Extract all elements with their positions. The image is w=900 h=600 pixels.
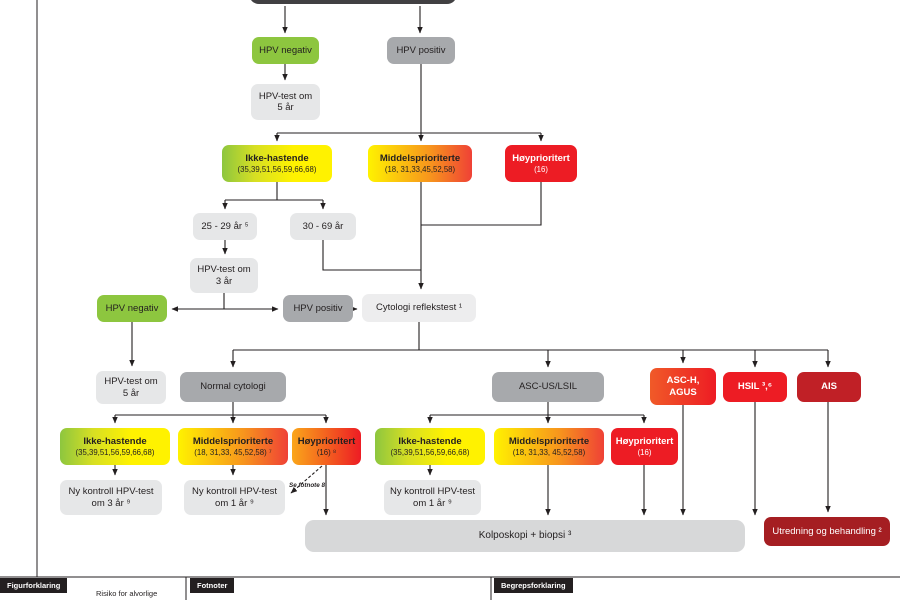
node-label: HPV-test om: [197, 264, 251, 276]
node-genotypes: (16): [637, 447, 652, 457]
node-label: HPV-test om: [258, 90, 313, 102]
node-asc-us-lsil: ASC-US/LSIL: [492, 372, 604, 402]
node-title: Høyprioritert: [615, 436, 674, 448]
node-genotypes: (18, 31,33, 45,52,58) ⁷: [194, 447, 272, 457]
node-hpv-test-om-5-ar-2: HPV-test om 5 år: [96, 371, 166, 404]
node-middelsprioriterte-1: Middelsprioriterte (18, 31,33,45,52,58): [368, 145, 472, 182]
node-kolposkopi-biopsi: Kolposkopi + biopsi ³: [305, 520, 745, 552]
node-ny-kontroll-1-ar-b: Ny kontroll HPV-test om 1 år ⁹: [384, 480, 481, 515]
node-label: Kolposkopi + biopsi ³: [478, 530, 572, 542]
node-label-line2: 5 år: [122, 387, 140, 399]
node-ikke-hastende-2: Ikke-hastende (35,39,51,56,59,66,68): [60, 428, 170, 465]
node-hpv-negativ-primary: HPV negativ: [252, 37, 319, 64]
node-label: HSIL ³,⁶: [737, 381, 773, 393]
tab-figurforklaring: Figurforklaring: [0, 578, 68, 593]
node-label-line2: om 1 år ⁹: [413, 497, 452, 509]
node-hpv-negativ-secondary: HPV negativ: [97, 295, 167, 322]
node-label-line2: om 1 år ⁹: [215, 497, 254, 509]
node-ais: AIS: [797, 372, 861, 402]
node-ikke-hastende-3: Ikke-hastende (35,39,51,56,59,66,68): [375, 428, 485, 465]
node-label: Ny kontroll HPV-test: [192, 486, 277, 498]
node-label: Ny kontroll HPV-test: [390, 486, 475, 498]
node-label-line2: om 3 år ⁹: [91, 497, 131, 509]
node-hpv-positiv-primary: HPV positiv: [387, 37, 455, 64]
node-hoyprioritert-1: Høyprioritert (16): [505, 145, 577, 182]
node-ikke-hastende-1: Ikke-hastende (35,39,51,56,59,66,68): [222, 145, 332, 182]
node-label: HPV negativ: [259, 44, 312, 56]
node-genotypes: (35,39,51,56,59,66,68): [390, 447, 470, 457]
node-label: HPV-test om: [104, 376, 158, 388]
node-alder-25-29: 25 - 29 år ⁵: [193, 213, 257, 240]
node-title: Middelsprioriterte: [192, 436, 274, 448]
node-hoyprioritert-2: Høyprioritert (16) ⁸: [292, 428, 361, 465]
tab-begrepsforklaring: Begrepsforklaring: [494, 578, 573, 593]
node-label-line2: 3 år: [215, 275, 233, 287]
node-title: Ikke-hastende: [398, 436, 462, 448]
node-label: HPV positiv: [293, 302, 343, 314]
se-fotnote-8-note: Se fotnote 8: [289, 482, 326, 489]
node-normal-cytologi: Normal cytologi: [180, 372, 286, 402]
node-hpv-positiv-secondary: HPV positiv: [283, 295, 353, 322]
node-genotypes: (16) ⁸: [316, 447, 337, 457]
node-middelsprioriterte-3: Middelsprioriterte (18, 31,33, 45,52,58): [494, 428, 604, 465]
node-title: Høyprioritert: [297, 436, 356, 448]
node-label: AIS: [821, 381, 837, 393]
node-label: Ny kontroll HPV-test: [68, 486, 154, 498]
node-label-line2: 5 år: [277, 102, 294, 113]
node-hoyprioritert-3: Høyprioritert (16): [611, 428, 678, 465]
node-cytologi-reflekstest: Cytologi reflekstest ¹: [362, 294, 476, 322]
node-label-line2: AGUS: [669, 386, 697, 398]
node-title: Middelsprioriterte: [379, 153, 461, 165]
node-hpv-test-om-3-ar: HPV-test om 3 år: [190, 258, 258, 293]
node-label: HPV positiv: [396, 44, 446, 56]
node-genotypes: (18, 31,33,45,52,58): [384, 164, 456, 174]
node-genotypes: (18, 31,33, 45,52,58): [512, 447, 586, 457]
node-top-truncated: [249, 0, 457, 4]
node-alder-30-69: 30 - 69 år: [290, 213, 356, 240]
node-label: ASC-H,: [666, 375, 700, 387]
node-asc-h-agus: ASC-H, AGUS: [650, 368, 716, 405]
node-hpv-test-om-5-ar-1: HPV-test om 5 år: [251, 84, 320, 120]
node-ny-kontroll-3-ar: Ny kontroll HPV-test om 3 år ⁹: [60, 480, 162, 515]
node-label: HPV negativ: [105, 302, 159, 314]
node-hsil: HSIL ³,⁶: [723, 372, 787, 402]
node-label: Normal cytologi: [200, 381, 266, 393]
node-label: 30 - 69 år: [302, 220, 344, 232]
node-title: Ikke-hastende: [245, 153, 309, 165]
node-label: Utredning og behandling ²: [772, 525, 882, 537]
node-label: 25 - 29 år ⁵: [201, 220, 249, 232]
figurforklaring-text: Risiko for alvorlige: [96, 589, 158, 598]
node-title: Ikke-hastende: [83, 436, 147, 448]
tab-fotnoter: Fotnoter: [190, 578, 235, 593]
node-title: Høyprioritert: [512, 153, 570, 165]
node-genotypes: (35,39,51,56,59,66,68): [237, 164, 317, 174]
node-utredning-og-behandling: Utredning og behandling ²: [764, 517, 890, 546]
node-ny-kontroll-1-ar-a: Ny kontroll HPV-test om 1 år ⁹: [184, 480, 285, 515]
node-title: Middelsprioriterte: [508, 436, 590, 448]
node-label: Cytologi reflekstest ¹: [375, 302, 463, 314]
node-genotypes: (35,39,51,56,59,66,68): [75, 447, 155, 457]
node-middelsprioriterte-2: Middelsprioriterte (18, 31,33, 45,52,58)…: [178, 428, 288, 465]
node-genotypes: (16): [534, 164, 548, 174]
node-label: ASC-US/LSIL: [518, 381, 578, 393]
